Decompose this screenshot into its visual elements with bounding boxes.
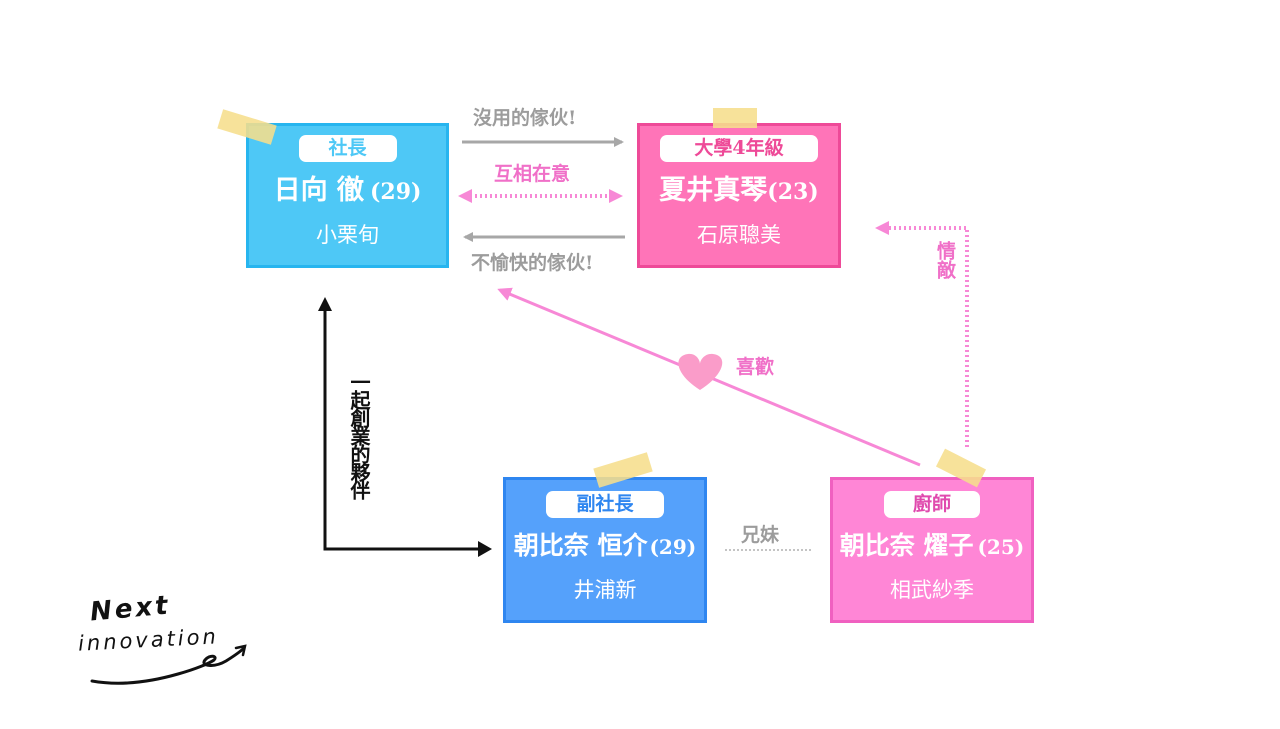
label-rival: 情敵 (933, 241, 957, 279)
name-text: 日向 徹 (273, 175, 364, 206)
character-name: 夏井真琴(23) (659, 174, 818, 209)
age-text: (29) (649, 535, 697, 559)
age-text: (23) (767, 179, 819, 205)
card-natsui-makoto: 大學4年級 夏井真琴(23) 石原聰美 (637, 123, 841, 268)
age-text: (25) (977, 535, 1025, 559)
actor-name: 井浦新 (573, 578, 637, 602)
name-text: 夏井真琴 (659, 175, 768, 206)
rival-text: 情敵 (934, 241, 956, 279)
role-badge: 大學4年級 (660, 135, 818, 162)
role-badge: 社長 (298, 135, 397, 162)
character-name: 朝比奈 恒介(29) (514, 529, 696, 564)
age-text: (29) (369, 179, 422, 205)
role-badge: 副社長 (546, 491, 664, 518)
tape-decoration (713, 108, 757, 128)
heart-icon (678, 353, 723, 390)
card-hinata-toru: 社長 日向 徹(29) 小栗旬 (246, 123, 449, 268)
logo-line1: Next (88, 590, 172, 628)
role-badge: 廚師 (884, 491, 980, 518)
actor-name: 相武紗季 (890, 578, 974, 602)
label-useless-guy: 沒用的傢伙! (473, 107, 577, 129)
card-asahina-youko: 廚師 朝比奈 燿子(25) 相武紗季 (830, 477, 1034, 623)
partner-text: 一起創業的夥伴 (347, 372, 371, 498)
logo: Next innovation (77, 590, 252, 684)
label-partner: 一起創業的夥伴 (346, 372, 372, 498)
partner-arrow (318, 297, 488, 551)
logo-swoosh (90, 646, 246, 685)
name-text: 朝比奈 燿子 (839, 531, 974, 560)
card-asahina-kousuke: 副社長 朝比奈 恒介(29) 井浦新 (503, 477, 707, 623)
logo-line2: innovation (77, 624, 220, 656)
label-mutual-care: 互相在意 (494, 163, 571, 185)
character-name: 日向 徹(29) (274, 174, 422, 209)
label-siblings: 兄妹 (741, 524, 780, 546)
actor-name: 石原聰美 (697, 223, 781, 247)
character-name: 朝比奈 燿子(25) (840, 529, 1024, 564)
label-like: 喜歡 (736, 356, 775, 378)
actor-name: 小栗旬 (316, 223, 379, 247)
name-text: 朝比奈 恒介 (513, 531, 648, 560)
label-unpleasant-guy: 不愉快的傢伙! (471, 252, 594, 274)
